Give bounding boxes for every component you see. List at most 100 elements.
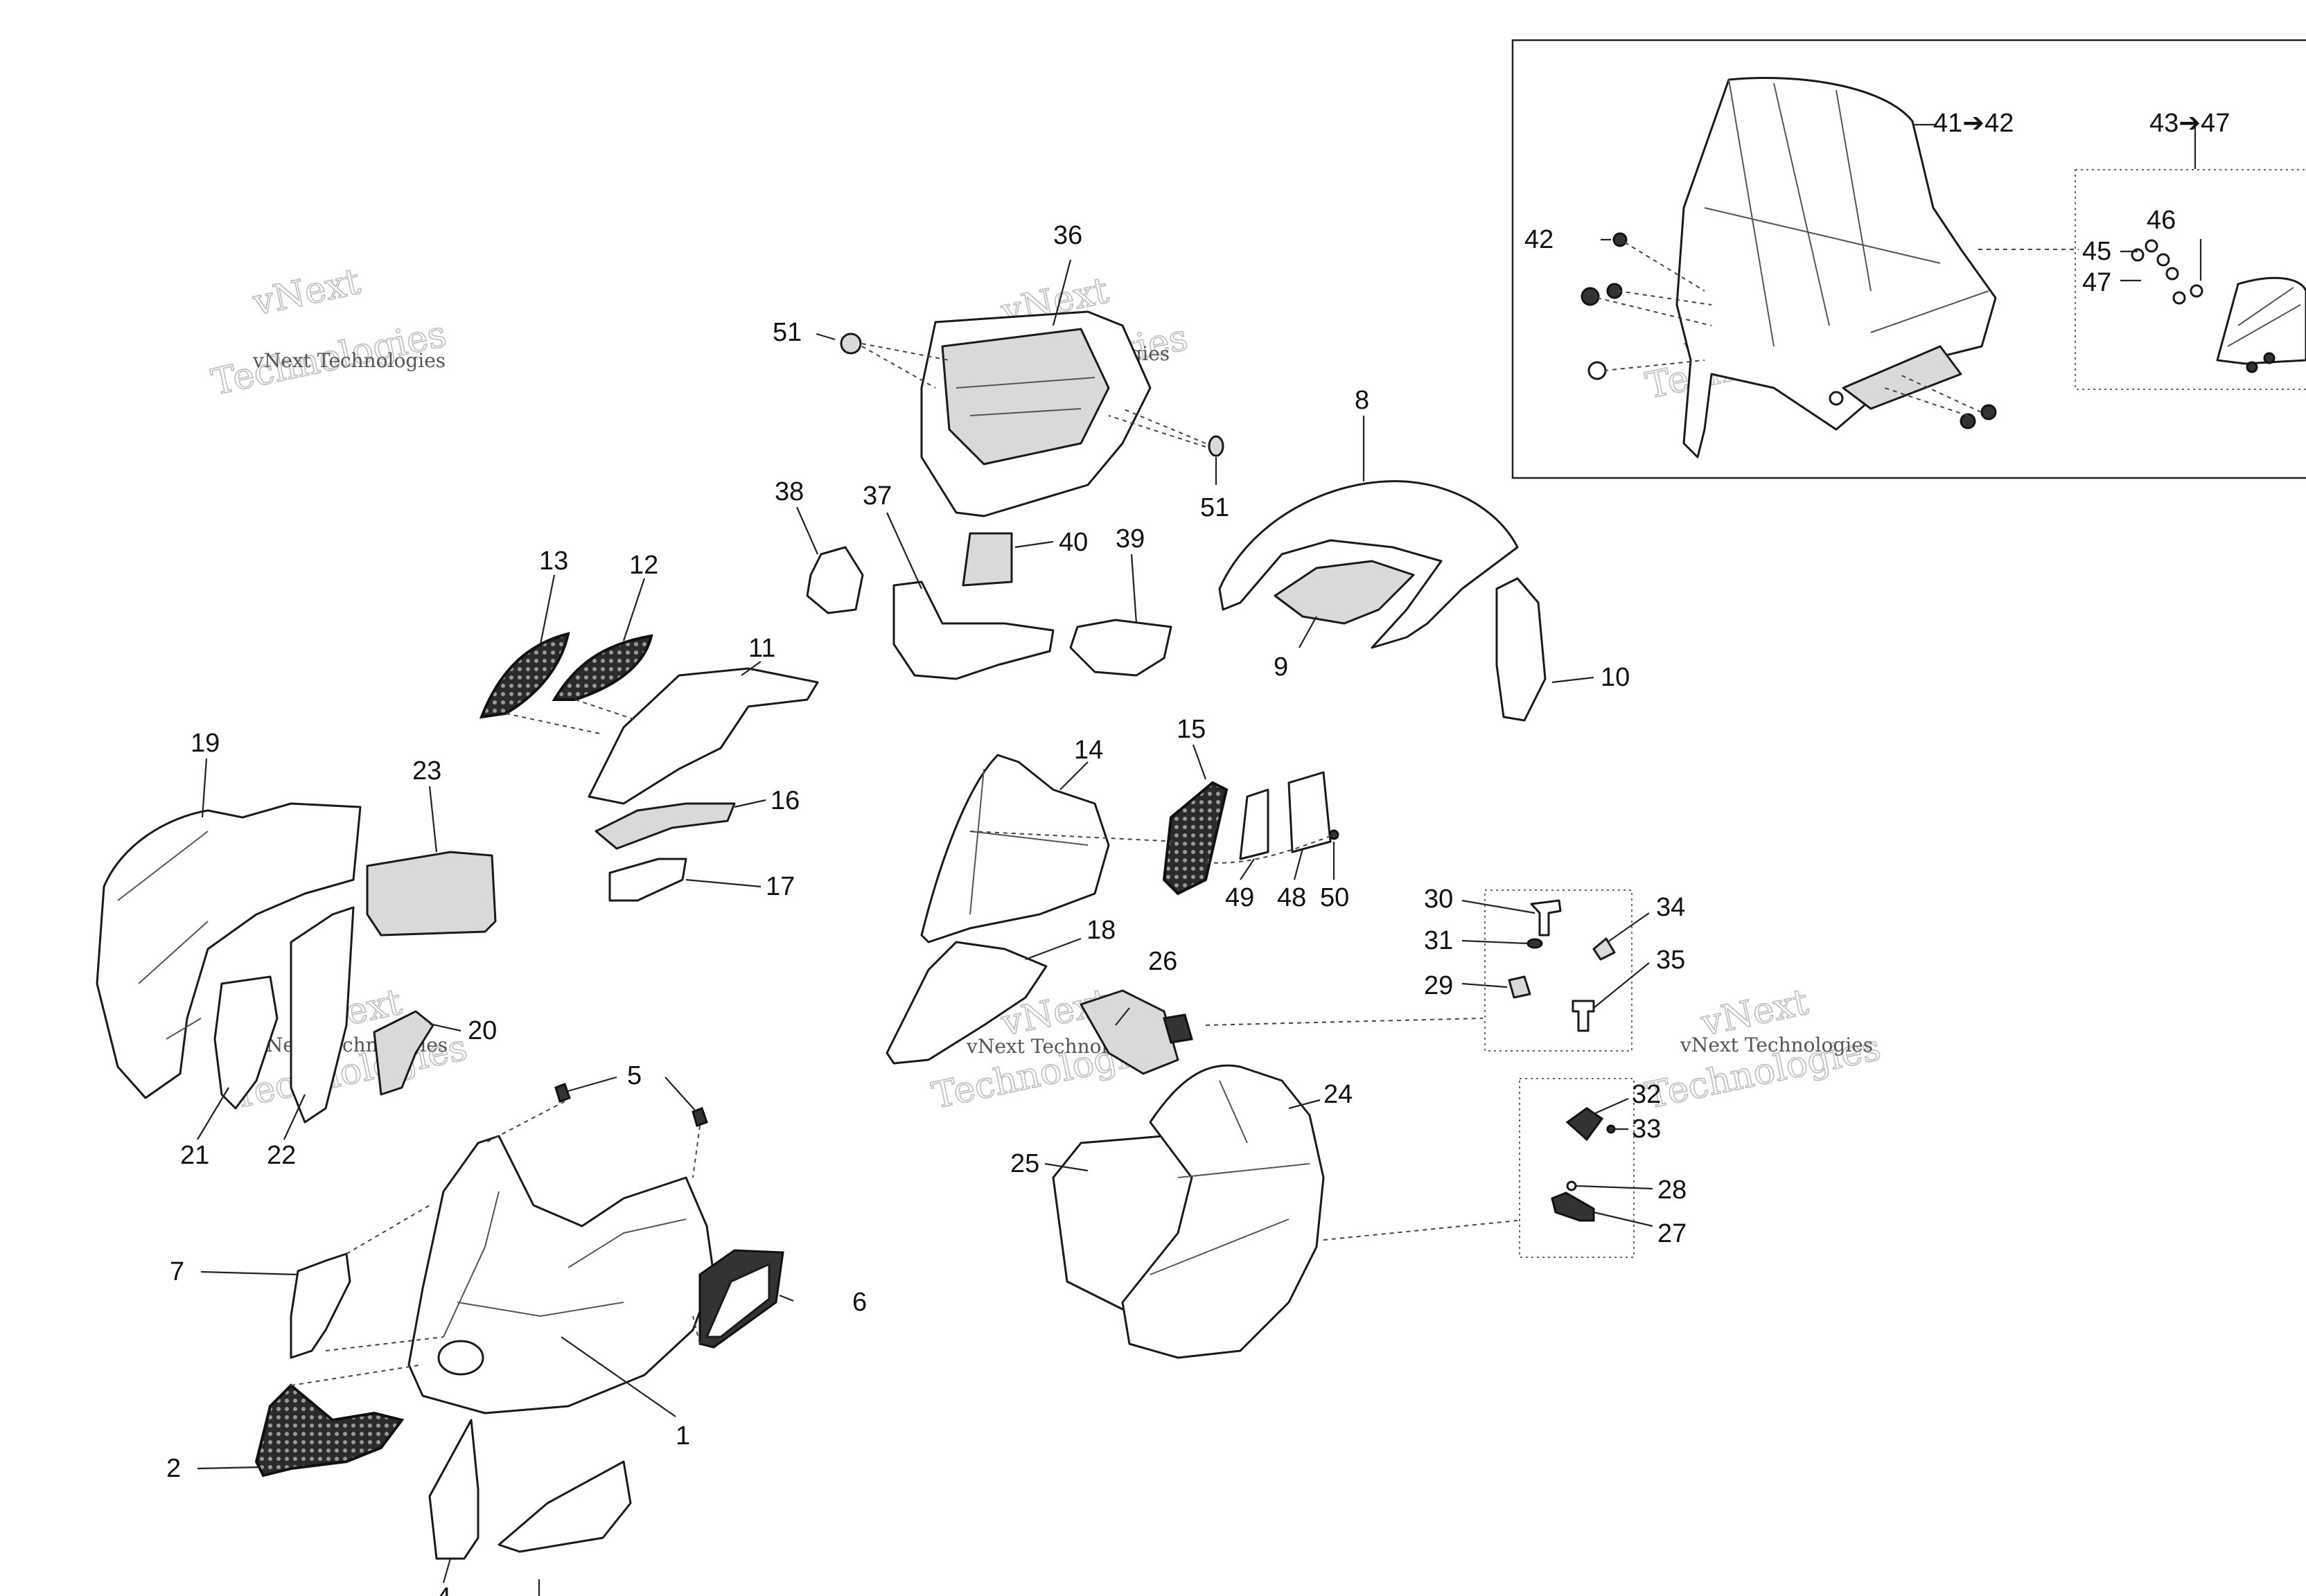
part-22 bbox=[290, 906, 355, 1124]
callout-16: 16 bbox=[771, 786, 800, 815]
part-50 bbox=[1328, 829, 1339, 840]
leader bbox=[734, 799, 766, 808]
part-38 bbox=[806, 546, 864, 614]
bolt-42 bbox=[1960, 413, 1976, 429]
clip-32 bbox=[1565, 1107, 1604, 1142]
bolt-35 bbox=[1572, 1000, 1595, 1032]
nut-47 bbox=[2172, 291, 2186, 305]
part-6-inner bbox=[705, 1263, 771, 1338]
parts-14-15-48-50: 14 15 49 48 50 bbox=[920, 715, 1349, 943]
callout-49: 49 bbox=[1225, 883, 1254, 912]
part-23 bbox=[366, 851, 497, 937]
leader bbox=[816, 332, 836, 341]
callout-19: 19 bbox=[191, 729, 220, 758]
part-11 bbox=[588, 667, 819, 805]
windshield-bracket bbox=[1842, 345, 1962, 410]
leader bbox=[442, 1558, 452, 1584]
part-40 bbox=[962, 532, 1013, 587]
callout-8: 8 bbox=[1355, 386, 1369, 415]
leader bbox=[1115, 1007, 1130, 1026]
nut-47 bbox=[2190, 284, 2203, 298]
part-1-hole bbox=[437, 1340, 484, 1376]
leader bbox=[1288, 1099, 1321, 1110]
callout-36: 36 bbox=[1053, 221, 1082, 250]
parts-24-26: 26 25 24 bbox=[1010, 947, 1518, 1359]
housing-inner bbox=[941, 328, 1110, 466]
nut-29 bbox=[1508, 975, 1531, 999]
spring-31 bbox=[1526, 938, 1543, 949]
callout-39: 39 bbox=[1116, 524, 1145, 553]
screw-5 bbox=[554, 1083, 571, 1103]
part-18-group: 18 bbox=[886, 916, 1116, 1065]
nut-47 bbox=[2165, 267, 2179, 281]
leader bbox=[1025, 937, 1082, 961]
bolt-42 bbox=[1612, 232, 1628, 247]
part-4b bbox=[498, 1460, 632, 1553]
leader bbox=[741, 661, 762, 676]
callout-26: 26 bbox=[1148, 947, 1177, 976]
parts-8-10: 8 9 10 bbox=[1218, 386, 1630, 722]
mount-bracket bbox=[1163, 1013, 1193, 1044]
clip bbox=[1587, 361, 1607, 380]
callout-51-bottom: 51 bbox=[1200, 493, 1229, 522]
watermark-left: vNext Technologies vNext Technologies bbox=[207, 260, 450, 405]
leader bbox=[1299, 616, 1317, 648]
leader bbox=[795, 506, 819, 555]
leader bbox=[886, 512, 923, 589]
part-16 bbox=[595, 802, 736, 850]
leader bbox=[1461, 939, 1529, 945]
callout-13: 13 bbox=[539, 547, 568, 576]
part-21 bbox=[213, 975, 279, 1110]
part-37 bbox=[892, 580, 1055, 680]
latch-27 bbox=[1551, 1191, 1595, 1222]
part-1 bbox=[407, 1135, 715, 1415]
callout-10: 10 bbox=[1601, 663, 1630, 692]
callout-2: 2 bbox=[166, 1454, 181, 1483]
leader bbox=[1576, 1185, 1653, 1190]
assembly-lines bbox=[290, 1101, 701, 1386]
callout-32: 32 bbox=[1632, 1080, 1661, 1109]
part-24-detail bbox=[1150, 1080, 1310, 1275]
part-12-mesh bbox=[552, 634, 653, 701]
leader bbox=[200, 1270, 299, 1276]
leader bbox=[1551, 676, 1594, 684]
callout-33: 33 bbox=[1632, 1115, 1661, 1144]
leader bbox=[622, 578, 646, 641]
callout-46: 46 bbox=[2147, 206, 2176, 235]
callout-9: 9 bbox=[1274, 653, 1288, 682]
callout-1: 1 bbox=[676, 1421, 690, 1451]
callout-28: 28 bbox=[1657, 1176, 1687, 1205]
callout-38: 38 bbox=[775, 477, 804, 506]
leader bbox=[1593, 1211, 1653, 1227]
callout-4: 4 bbox=[437, 1583, 451, 1596]
leader bbox=[1593, 1097, 1629, 1115]
callout-41-42: 41➔42 bbox=[1933, 109, 2014, 138]
clip-34 bbox=[1592, 937, 1616, 961]
callout-12: 12 bbox=[629, 551, 658, 580]
grommet-51 bbox=[840, 332, 862, 355]
assembly-lines bbox=[1596, 242, 2079, 416]
hardware-box-lower: 32 33 28 27 bbox=[1519, 1078, 1687, 1258]
callout-50: 50 bbox=[1320, 883, 1349, 912]
watermark-text: vNext bbox=[249, 261, 364, 324]
assembly-lines bbox=[861, 343, 1206, 447]
callout-35: 35 bbox=[1656, 946, 1685, 975]
callout-7: 7 bbox=[170, 1257, 184, 1286]
leader bbox=[197, 1466, 261, 1470]
callout-5: 5 bbox=[627, 1061, 642, 1090]
washer-45 bbox=[2145, 239, 2158, 253]
part-8 bbox=[1218, 480, 1519, 649]
leader bbox=[539, 574, 556, 645]
callout-47: 47 bbox=[2082, 268, 2111, 297]
callout-30: 30 bbox=[1424, 885, 1453, 914]
bolt-42 bbox=[1581, 287, 1600, 306]
part-18 bbox=[886, 941, 1048, 1065]
leader bbox=[1052, 259, 1072, 326]
callout-40: 40 bbox=[1059, 528, 1088, 557]
callout-11: 11 bbox=[748, 634, 775, 663]
leader bbox=[664, 1076, 697, 1112]
leader bbox=[685, 878, 762, 888]
callout-48: 48 bbox=[1277, 883, 1306, 912]
leader bbox=[429, 1022, 461, 1032]
